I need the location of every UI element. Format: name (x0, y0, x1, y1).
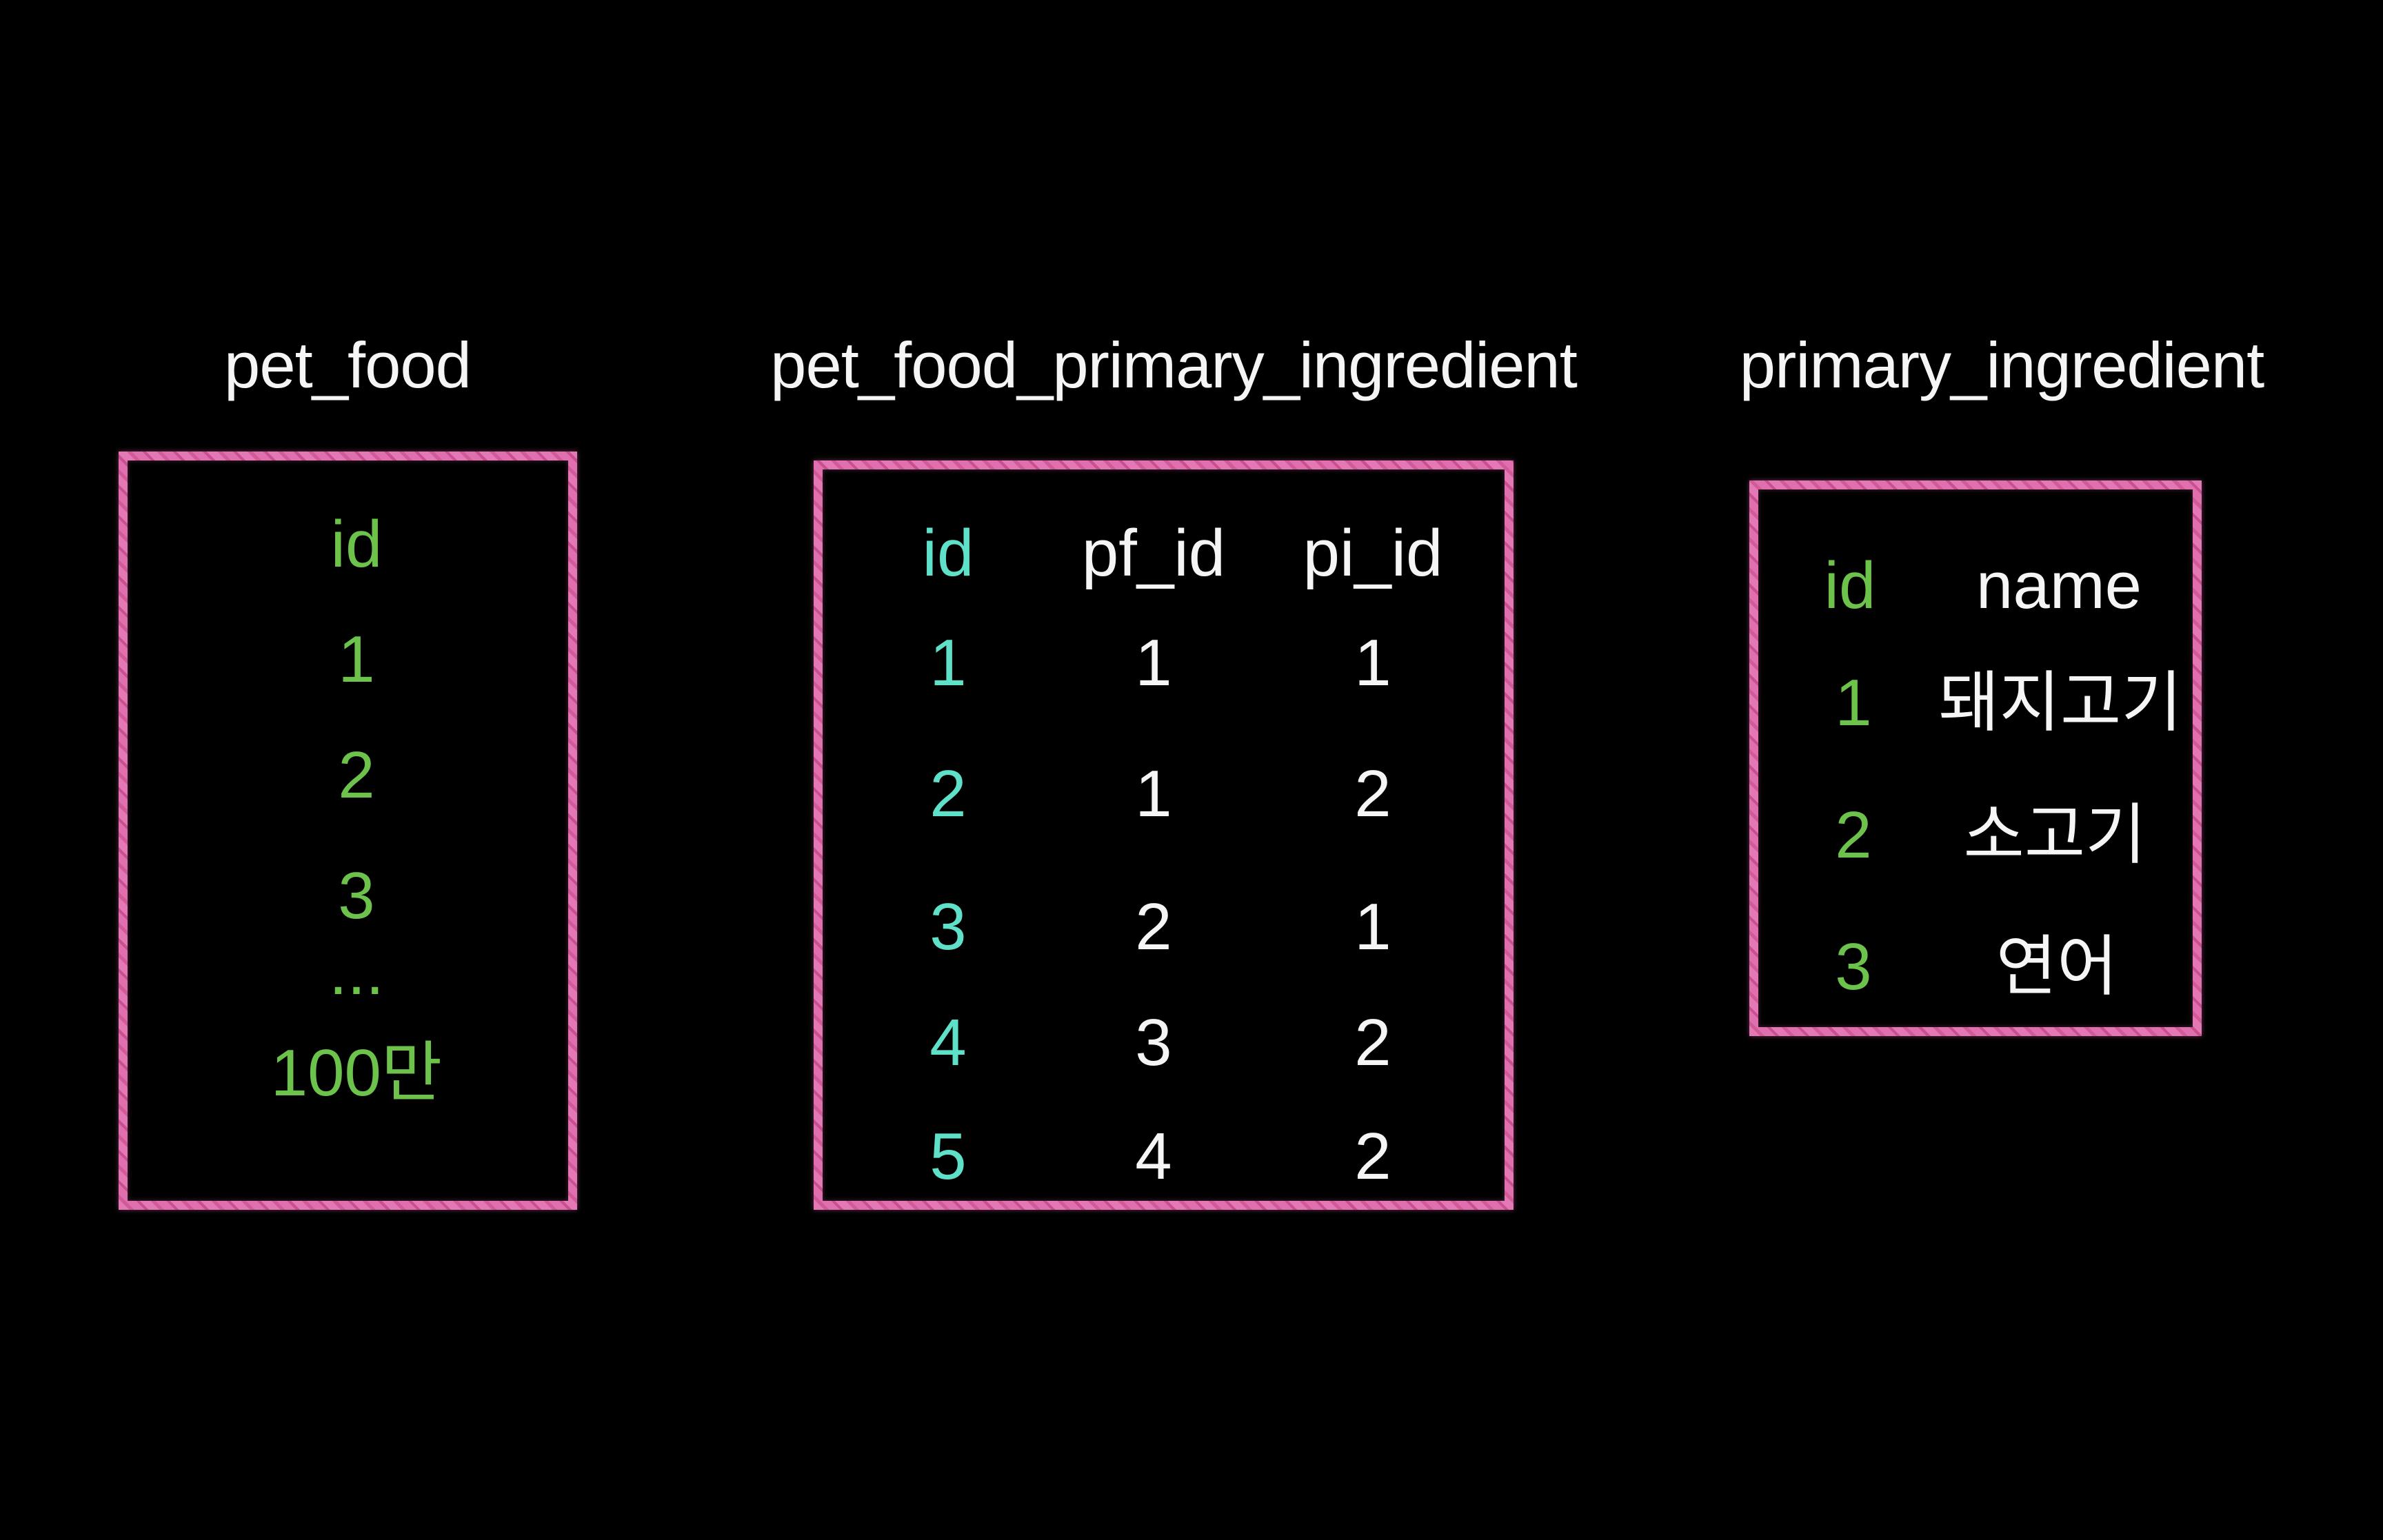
column-header-name: name (1975, 549, 2142, 622)
table-cell: 2 (1835, 798, 1872, 872)
table-cell: 100만 (270, 1036, 443, 1110)
table-cell: 1 (1354, 626, 1391, 700)
column-header-id: id (1824, 549, 1876, 622)
column-header-pf-id: pf_id (1081, 516, 1226, 590)
table-cell: 2 (1354, 1119, 1391, 1193)
table-cell: 2 (1354, 757, 1391, 831)
column-header-id: id (922, 516, 974, 590)
table-cell: 1 (1135, 757, 1172, 831)
table-pet-food-primary-ingredient: id pf_id pi_id 1 1 1 2 1 2 3 2 1 4 3 2 5… (814, 460, 1514, 1210)
table-cell: 2 (1354, 1006, 1391, 1080)
table-cell: 3 (929, 890, 967, 964)
table-cell: 5 (929, 1119, 967, 1193)
table-cell: 2 (338, 738, 375, 812)
table-cell: 4 (1135, 1119, 1172, 1193)
table-cell: 1 (1835, 666, 1872, 740)
table-cell: 4 (929, 1006, 967, 1080)
table-cell: 3 (338, 859, 375, 933)
table-cell-ellipsis: ... (328, 935, 385, 1009)
table-cell: 소고기 (1963, 798, 2146, 872)
table-cell: 1 (929, 626, 967, 700)
table-cell: 2 (929, 757, 967, 831)
table-cell: 연어 (1995, 930, 2118, 1004)
table-pet-food: id 1 2 3 ... 100만 (119, 452, 577, 1210)
table-cell: 3 (1135, 1006, 1172, 1080)
table-cell: 1 (1354, 890, 1391, 964)
table-cell: 돼지고기 (1938, 666, 2182, 740)
column-header-pi-id: pi_id (1303, 516, 1443, 590)
table-cell: 2 (1135, 890, 1172, 964)
table-title-pet-food: pet_food (224, 329, 472, 401)
table-title-pet-food-primary-ingredient: pet_food_primary_ingredient (770, 329, 1578, 401)
table-cell: 1 (338, 622, 375, 696)
table-cell: 1 (1135, 626, 1172, 700)
table-cell: 3 (1835, 930, 1872, 1004)
table-title-primary-ingredient: primary_ingredient (1739, 329, 2264, 401)
column-header-id: id (330, 507, 383, 581)
table-primary-ingredient: id name 1 돼지고기 2 소고기 3 연어 (1749, 480, 2202, 1036)
